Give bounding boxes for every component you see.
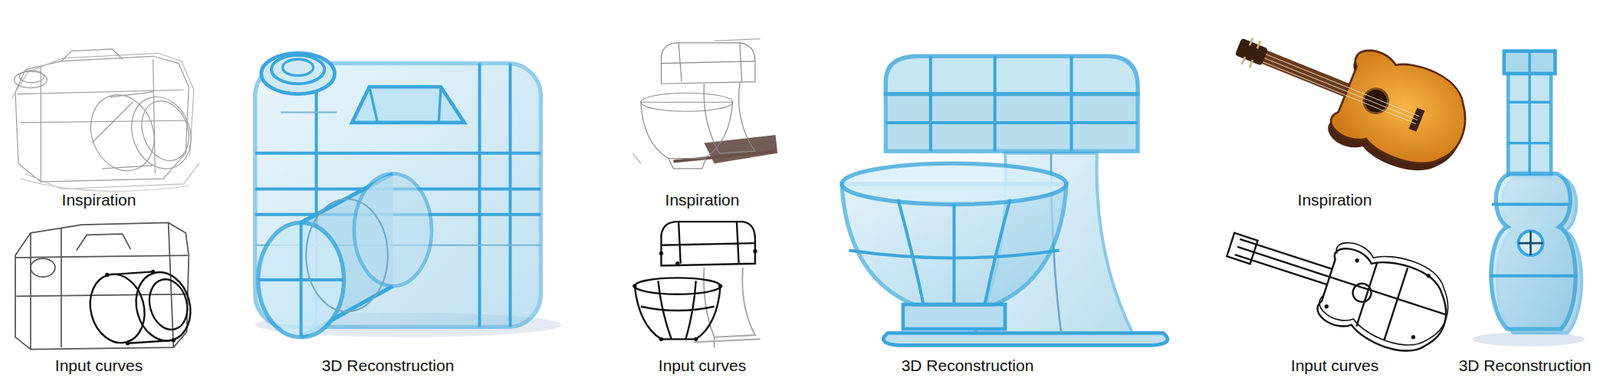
guitar-photo [1218, 0, 1481, 186]
mixer-input-curves [632, 221, 760, 348]
caption-label: Inspiration [665, 190, 740, 210]
caption-label: Inspiration [1297, 190, 1373, 210]
mixer-reconstruction [841, 55, 1168, 345]
caption-label: Input curves [1291, 356, 1379, 375]
guitar-reconstruction [1472, 51, 1585, 347]
mixer-sketch [632, 39, 778, 169]
caption-label: Inspiration [62, 190, 137, 210]
caption-label: 3D Reconstruction [1458, 356, 1592, 375]
caption-label: Input curves [55, 356, 143, 375]
caption-label: Input curves [658, 356, 746, 375]
camera-sketch [12, 49, 201, 191]
caption-label: 3D Reconstruction [901, 356, 1035, 375]
guitar-input-curves [1215, 206, 1460, 362]
camera-input-curves [15, 222, 198, 349]
caption-label: 3D Reconstruction [321, 356, 455, 375]
camera-reconstruction [255, 52, 562, 337]
